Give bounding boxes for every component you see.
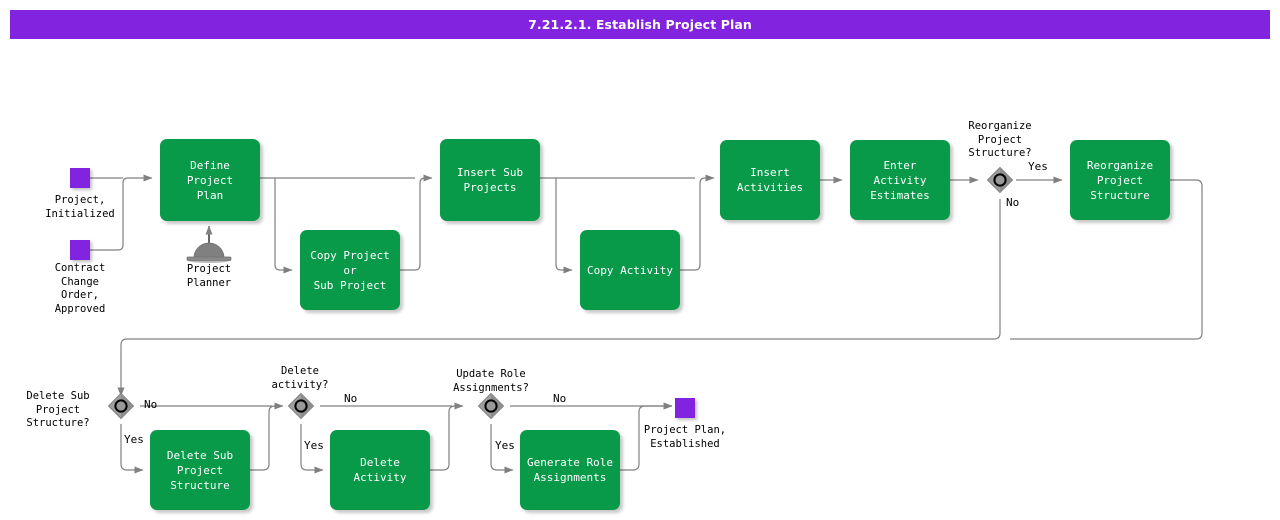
gateway-delete-activity-label: Delete activity? [271, 365, 329, 391]
task-copy-activity[interactable]: Copy Activity [580, 230, 680, 310]
edge-label-delete-activity-no: No [344, 392, 358, 405]
event-project-initialized[interactable] [70, 168, 90, 188]
diagram-title-bar: 7.21.2.1. Establish Project Plan [10, 10, 1270, 39]
task-reorganize-project-structure-label: Reorganize Project Structure [1086, 158, 1154, 202]
event-contract-change-order-approved-label: Contract Change Order, Approved [54, 262, 106, 315]
gateway-update-role-assignments-label: Update Role Assignments? [453, 368, 529, 394]
role-project-planner-label: Project Planner [186, 263, 232, 289]
gateway-delete-sub-project-structure-label: Delete Sub Project Structure? [26, 390, 90, 429]
task-reorganize-project-structure[interactable]: Reorganize Project Structure [1070, 140, 1170, 220]
wire-del-sub-task-to-del-act-gateway [250, 402, 284, 471]
wire-copy-project-to-insert-sub [400, 174, 433, 271]
task-define-project-plan[interactable]: Define Project Plan [160, 139, 260, 221]
task-insert-sub-projects-label: Insert Sub Projects [456, 166, 524, 194]
wire-del-act-task-to-upd-role-gateway [430, 402, 464, 471]
event-contract-change-order-approved[interactable] [70, 240, 90, 260]
task-delete-sub-project-structure[interactable]: Delete Sub Project Structure [150, 430, 250, 510]
gateway-delete-sub-project-structure[interactable] [107, 392, 135, 420]
gateway-reorganize-project-structure[interactable] [986, 166, 1014, 194]
task-copy-project-or-sub-project-label: Copy Project or Sub Project [310, 248, 390, 292]
edge-label-update-role-yes: Yes [495, 439, 515, 452]
task-delete-activity-label: Delete Activity [353, 456, 407, 484]
edge-label-update-role-no: No [553, 392, 567, 405]
event-project-initialized-label: Project, Initialized [45, 194, 115, 220]
diamond-gateway-icon [477, 392, 505, 420]
edge-label-delete-sub-no: No [144, 398, 158, 411]
task-enter-activity-estimates[interactable]: Enter Activity Estimates [850, 140, 950, 220]
role-dome-icon [186, 242, 232, 263]
gateway-delete-activity[interactable] [287, 392, 315, 420]
diamond-gateway-icon [986, 166, 1014, 194]
event-project-plan-established-label: Project Plan, Established [643, 424, 727, 450]
wire-copy-activity-to-insert-activities [680, 174, 715, 271]
role-project-planner[interactable] [186, 238, 232, 263]
gateway-reorganize-project-structure-label: Reorganize Project Structure? [968, 120, 1032, 159]
edge-label-delete-sub-yes: Yes [124, 433, 144, 446]
edge-label-reorganize-yes: Yes [1028, 160, 1048, 173]
task-generate-role-assignments[interactable]: Generate Role Assignments [520, 430, 620, 510]
task-define-project-plan-label: Define Project Plan [186, 158, 234, 202]
edge-label-reorganize-no: No [1006, 196, 1020, 209]
wire-insert-sub-to-copy-activity [555, 178, 573, 274]
event-project-plan-established[interactable] [675, 398, 695, 418]
task-insert-activities[interactable]: Insert Activities [720, 140, 820, 220]
task-copy-activity-label: Copy Activity [586, 263, 674, 277]
wire-del-sub-yes [120, 424, 144, 474]
diamond-gateway-icon [107, 392, 135, 420]
edge-label-delete-activity-yes: Yes [304, 439, 324, 452]
task-delete-activity[interactable]: Delete Activity [330, 430, 430, 510]
wire-define-to-copy-project [274, 178, 293, 274]
task-insert-sub-projects[interactable]: Insert Sub Projects [440, 139, 540, 221]
task-insert-activities-label: Insert Activities [736, 166, 804, 194]
page-title: 7.21.2.1. Establish Project Plan [528, 17, 752, 32]
task-delete-sub-project-structure-label: Delete Sub Project Structure [166, 448, 234, 492]
task-generate-role-assignments-label: Generate Role Assignments [526, 456, 614, 484]
gateway-update-role-assignments[interactable] [477, 392, 505, 420]
task-enter-activity-estimates-label: Enter Activity Estimates [870, 158, 930, 202]
task-copy-project-or-sub-project[interactable]: Copy Project or Sub Project [300, 230, 400, 310]
diamond-gateway-icon [287, 392, 315, 420]
